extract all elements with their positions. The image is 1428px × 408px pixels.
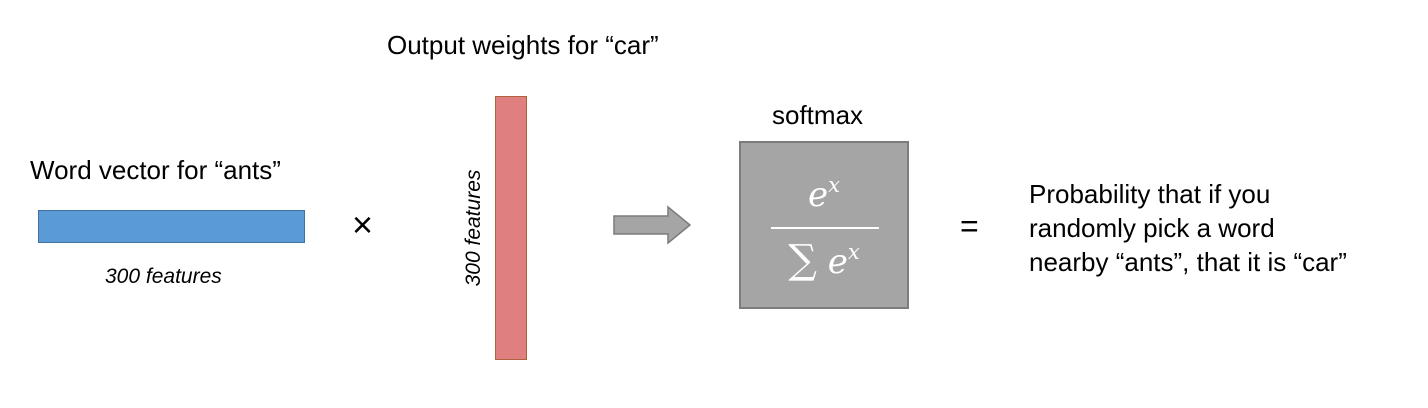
softmax-label: softmax [772, 100, 864, 130]
numerator-base: e [808, 175, 829, 215]
formula-numerator: ex [741, 173, 907, 215]
output-weights-features-label: 300 features [462, 169, 485, 287]
word-vector-label: Word vector for “ants” [30, 155, 281, 185]
word-vector-features-label: 300 features [105, 265, 222, 288]
result-description: Probability that if you randomly pick a … [1029, 177, 1347, 279]
output-weights-label: Output weights for “car” [387, 30, 659, 60]
softmax-box: ex ∑ ex [739, 141, 909, 309]
multiply-sign: × [352, 204, 374, 245]
equals-sign: = [960, 208, 979, 244]
right-arrow-icon [613, 205, 692, 245]
denominator-base: e [827, 242, 848, 282]
numerator-exponent: x [828, 173, 840, 197]
fraction-line [771, 227, 879, 229]
sum-symbol: ∑ [788, 237, 817, 283]
word-vector-bar [38, 210, 305, 243]
result-line: nearby “ants”, that it is “car” [1029, 247, 1347, 277]
result-line: randomly pick a word [1029, 213, 1275, 243]
output-weights-bar [495, 96, 527, 360]
denominator-exponent: x [847, 240, 860, 264]
formula-denominator: ∑ ex [741, 237, 907, 283]
softmax-formula: ex ∑ ex [741, 143, 907, 307]
result-line: Probability that if you [1029, 179, 1271, 209]
